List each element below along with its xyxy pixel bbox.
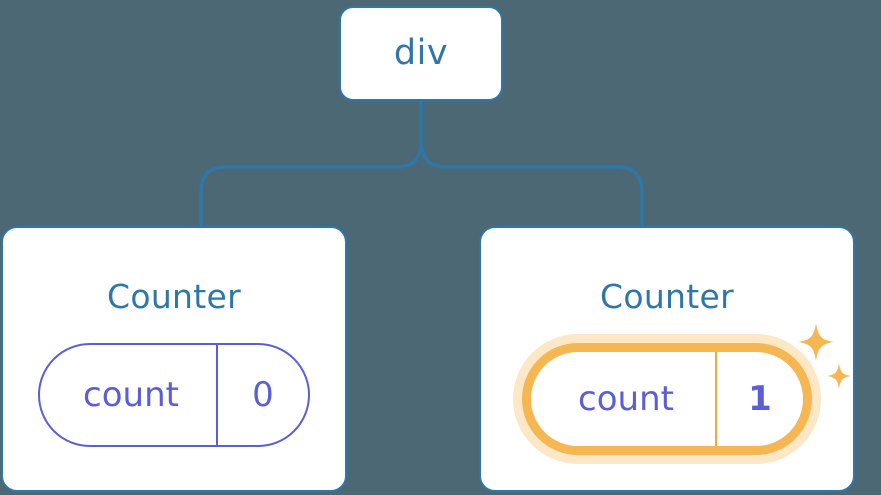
state-pill-count-highlighted[interactable]: count 1: [522, 343, 812, 455]
branch-left: [199, 99, 423, 228]
sparkle-large-icon: [798, 323, 834, 361]
state-badge-wrapper: count 1: [522, 323, 851, 455]
root-node-div[interactable]: div: [339, 6, 503, 101]
branch-right: [419, 99, 644, 228]
state-badge-wrapper: count 0: [38, 343, 310, 447]
component-card-counter-1[interactable]: Counter count 0: [1, 226, 347, 492]
state-key-label: count: [83, 375, 179, 415]
component-card-counter-2[interactable]: Counter count 1: [479, 226, 855, 492]
root-node-label: div: [393, 33, 449, 73]
component-title: Counter: [600, 277, 734, 316]
sparkle-small-icon: [827, 363, 851, 389]
state-pill-count[interactable]: count 0: [38, 343, 310, 447]
component-title: Counter: [107, 277, 241, 316]
state-value-label: 1: [715, 352, 803, 446]
state-key-label: count: [578, 379, 674, 419]
state-value-label: 0: [216, 345, 308, 445]
